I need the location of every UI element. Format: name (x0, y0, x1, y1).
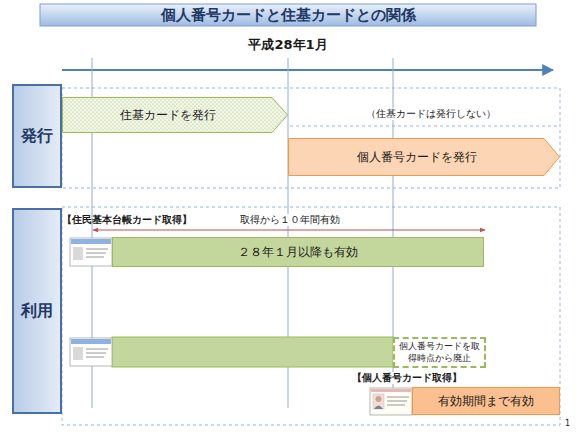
box-text: 有効期間まで有効 (438, 394, 534, 408)
validity-bar: ２８年１月以降も有効 (112, 237, 484, 267)
note-label: （住基カードは発行しない） (364, 108, 498, 120)
validity-span-arrow (93, 230, 485, 231)
section-label-box: 発行 (12, 84, 62, 188)
acquisition-label: 【住民基本台帳カード取得】 (62, 214, 192, 226)
box-text: 発行 (21, 126, 53, 145)
region-outline (62, 88, 560, 425)
box-text: 利用 (21, 301, 53, 320)
arrow-shape (63, 98, 288, 133)
section-label-box: 利用 (12, 208, 62, 414)
arrow-shape (289, 139, 560, 176)
duration-label: 取得から１０年間有効 (238, 214, 342, 226)
timeline-arrow (62, 69, 553, 71)
timeline-date-label: 平成28年1月 (248, 37, 327, 53)
issuance-arrow: 住基カードを発行 (62, 97, 288, 133)
validity-bar: 有効期間まで有効 (412, 387, 560, 415)
resident-card-image (70, 238, 112, 266)
box-text: ２８年１月以降も有効 (238, 245, 358, 259)
resident-card-image (70, 338, 112, 366)
my-number-card-image (370, 388, 412, 415)
page-number: 1 (565, 419, 570, 429)
issuance-arrow: 個人番号カードを発行 (288, 138, 560, 176)
abolish-note-box: 個人番号カードを取得時点から廃止 (393, 337, 486, 368)
box-text: 住基カードを発行 (120, 108, 216, 122)
title-bar (40, 4, 536, 26)
acquisition-label: 【個人番号カード取得】 (350, 372, 464, 384)
box-text: 個人番号カードを発行 (357, 150, 477, 164)
page-title: 個人番号カードと住基カードとの関係 (40, 4, 536, 26)
box-text: 個人番号カードを取得時点から廃止 (398, 341, 481, 364)
validity-bar (112, 337, 393, 367)
